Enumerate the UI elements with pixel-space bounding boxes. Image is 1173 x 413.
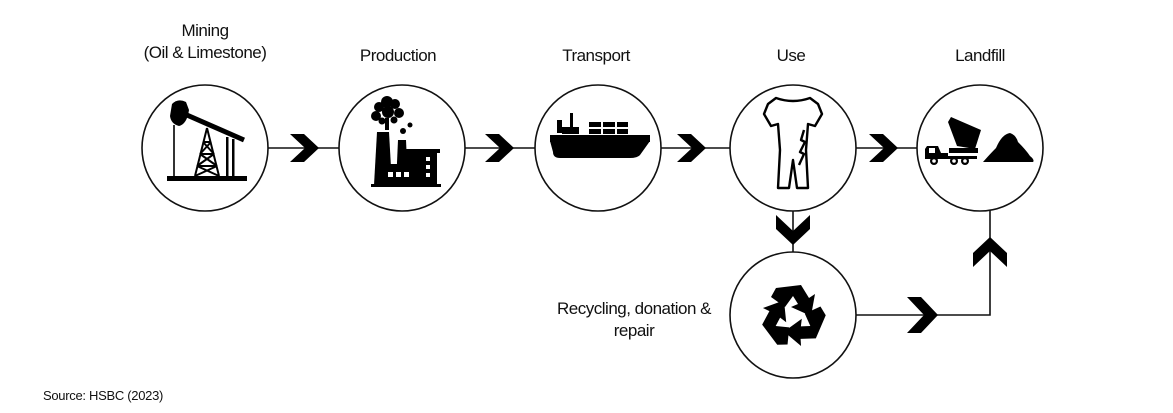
- chevron-right-icon: [485, 134, 514, 162]
- stage-label-mining: Mining (Oil & Limestone): [144, 20, 267, 64]
- connector-recycling-landfill: [856, 205, 991, 316]
- chevron-right-icon: [677, 134, 706, 162]
- stage-label-use: Use: [776, 46, 806, 65]
- stage-circles: [141, 84, 1044, 379]
- stage-label-recycling: Recycling, donation & repair: [557, 298, 711, 342]
- stage-label-production: Production: [359, 46, 437, 65]
- oil-pump-jack-icon: [167, 100, 247, 181]
- chevron-down-icon: [776, 215, 810, 245]
- recycle-icon: [762, 285, 826, 347]
- chevron-up-icon: [973, 237, 1007, 267]
- stage-circle-landfill: [916, 84, 1044, 212]
- stage-circle-use: [729, 84, 857, 212]
- stage-label-mining-line1: Mining: [181, 21, 229, 40]
- stage-label-transport: Transport: [562, 46, 630, 65]
- cargo-ship-icon: [550, 113, 650, 158]
- stage-label-mining-line2: (Oil & Limestone): [143, 43, 267, 62]
- garment-suit-icon: [762, 96, 824, 190]
- source-note: Source: HSBC (2023): [43, 388, 164, 403]
- stage-label-recycling-line2: repair: [613, 321, 655, 340]
- dump-truck-landfill-icon: [925, 117, 1034, 165]
- stage-label-landfill: Landfill: [955, 46, 1005, 65]
- stage-label-recycling-line1: Recycling, donation &: [557, 299, 711, 318]
- chevron-right-icon: [869, 134, 898, 162]
- factory-icon: [371, 96, 441, 187]
- arrows: [290, 134, 1007, 333]
- stage-circle-recycling: [729, 251, 857, 379]
- chevron-right-icon: [907, 297, 938, 333]
- chevron-right-icon: [290, 134, 319, 162]
